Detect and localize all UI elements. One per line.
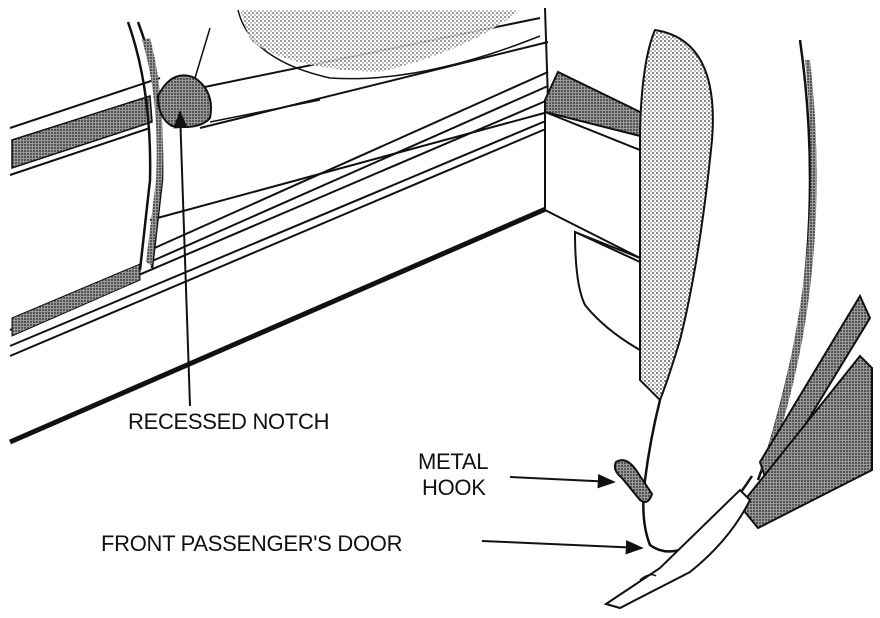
label-metal-hook-line1: METAL: [418, 449, 489, 474]
label-metal-hook-line2: HOOK: [422, 475, 486, 500]
leader-arrows: [173, 110, 644, 555]
lower-molding-shade: [11, 263, 141, 337]
upper-trim-strip: [11, 94, 153, 170]
label-recessed-notch: RECESSED NOTCH: [128, 409, 330, 434]
label-front-passenger-door: FRONT PASSENGER'S DOOR: [101, 531, 403, 556]
kick-panel: [639, 28, 714, 402]
arrow-metal-hook: [509, 474, 616, 489]
arrow-front-door: [481, 540, 644, 555]
metal-hook-shape: [613, 459, 654, 503]
sill-bottom-edge: [9, 205, 549, 445]
rocker-molding: [9, 71, 549, 357]
body-contour-shade: [240, 10, 520, 72]
notch-guide-line: [194, 27, 321, 123]
label-metal-hook: METAL HOOK: [418, 449, 489, 501]
recessed-notch-shape: [156, 74, 212, 128]
arrow-recessed-notch: [173, 110, 191, 407]
door-sill-plate: [603, 293, 873, 610]
door-inner-shade: [760, 60, 817, 472]
